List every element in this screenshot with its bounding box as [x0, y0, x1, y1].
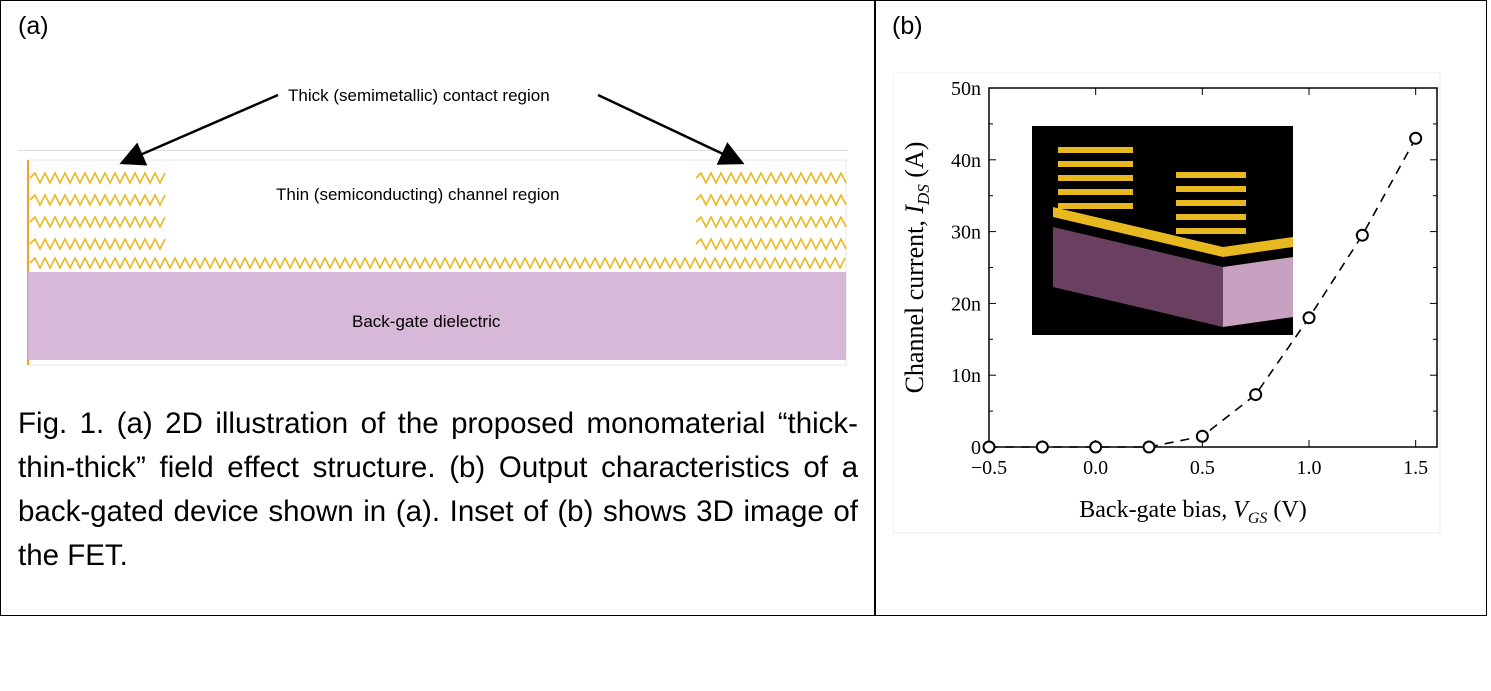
atom-row	[695, 193, 847, 207]
atom-row	[29, 215, 166, 229]
atom-row	[695, 237, 847, 251]
y-tick-label: 10n	[951, 365, 981, 387]
atom-row	[29, 193, 166, 207]
structure-svg	[18, 149, 848, 366]
chart: −0.5 0.0 0.5 1.0 1.5 0 10n 20n 30n 40n 50nBack-gat…	[893, 72, 1441, 534]
inset-contact-stacks	[1058, 147, 1246, 234]
atom-row	[29, 171, 166, 185]
y-tick-label: 40n	[951, 150, 981, 172]
y-tick-label: 30n	[951, 222, 981, 244]
atom-row	[695, 171, 847, 185]
atom-layers	[29, 171, 847, 270]
x-tick-label: 0.0	[1083, 457, 1108, 479]
inset-layer	[1176, 228, 1246, 234]
panel-b-frame	[874, 0, 1487, 616]
inset-layer	[1176, 172, 1246, 178]
annotation-arrows	[119, 93, 745, 166]
dielectric-label: Back-gate dielectric	[352, 312, 501, 331]
data-point	[1195, 429, 1209, 443]
data-point	[982, 440, 996, 454]
panel-b-label: (b)	[892, 12, 923, 40]
data-point	[1089, 440, 1103, 454]
data-point	[1355, 228, 1369, 242]
data-point	[1035, 440, 1049, 454]
contact-region-label: Thick (semimetallic) contact region	[288, 86, 550, 105]
panel-a-label: (a)	[18, 12, 49, 40]
channel-region-label: Thin (semiconducting) channel region	[276, 185, 560, 204]
x-tick-label: −0.5	[971, 457, 1007, 479]
inset-layer	[1176, 186, 1246, 192]
data-point	[1302, 311, 1316, 325]
figure-caption: Fig. 1. (a) 2D illustration of the propo…	[18, 407, 858, 572]
atom-row	[695, 215, 847, 229]
inset-dielectric	[1053, 227, 1223, 327]
inset-layer	[1058, 175, 1133, 181]
structure-illustration	[18, 149, 848, 370]
y-tick-label: 0	[971, 437, 981, 459]
y-tick-label: 20n	[951, 293, 981, 315]
y-tick-label: 50n	[951, 78, 981, 100]
data-point	[1249, 388, 1263, 402]
inset-layer	[1058, 147, 1133, 153]
panel-a-frame	[0, 0, 876, 616]
inset-layer	[1176, 200, 1246, 206]
inset-layer	[1058, 189, 1133, 195]
data-point	[1142, 440, 1156, 454]
atom-row	[29, 237, 166, 251]
dielectric-layer	[28, 272, 846, 360]
arrow-right	[597, 93, 745, 165]
x-tick-label: 1.5	[1403, 457, 1428, 479]
inset-layer	[1058, 203, 1133, 209]
atom-row	[29, 256, 846, 270]
y-axis-label: Channel current, IDS (A)	[900, 142, 933, 394]
x-axis-label: Back-gate bias, VGS (V)	[1079, 497, 1307, 527]
inset-layer	[1176, 214, 1246, 220]
x-tick-label: 0.5	[1190, 457, 1215, 479]
arrow-left	[119, 93, 279, 166]
x-tick-label: 1.0	[1297, 457, 1322, 479]
inset-layer	[1058, 161, 1133, 167]
data-point	[1409, 131, 1423, 145]
